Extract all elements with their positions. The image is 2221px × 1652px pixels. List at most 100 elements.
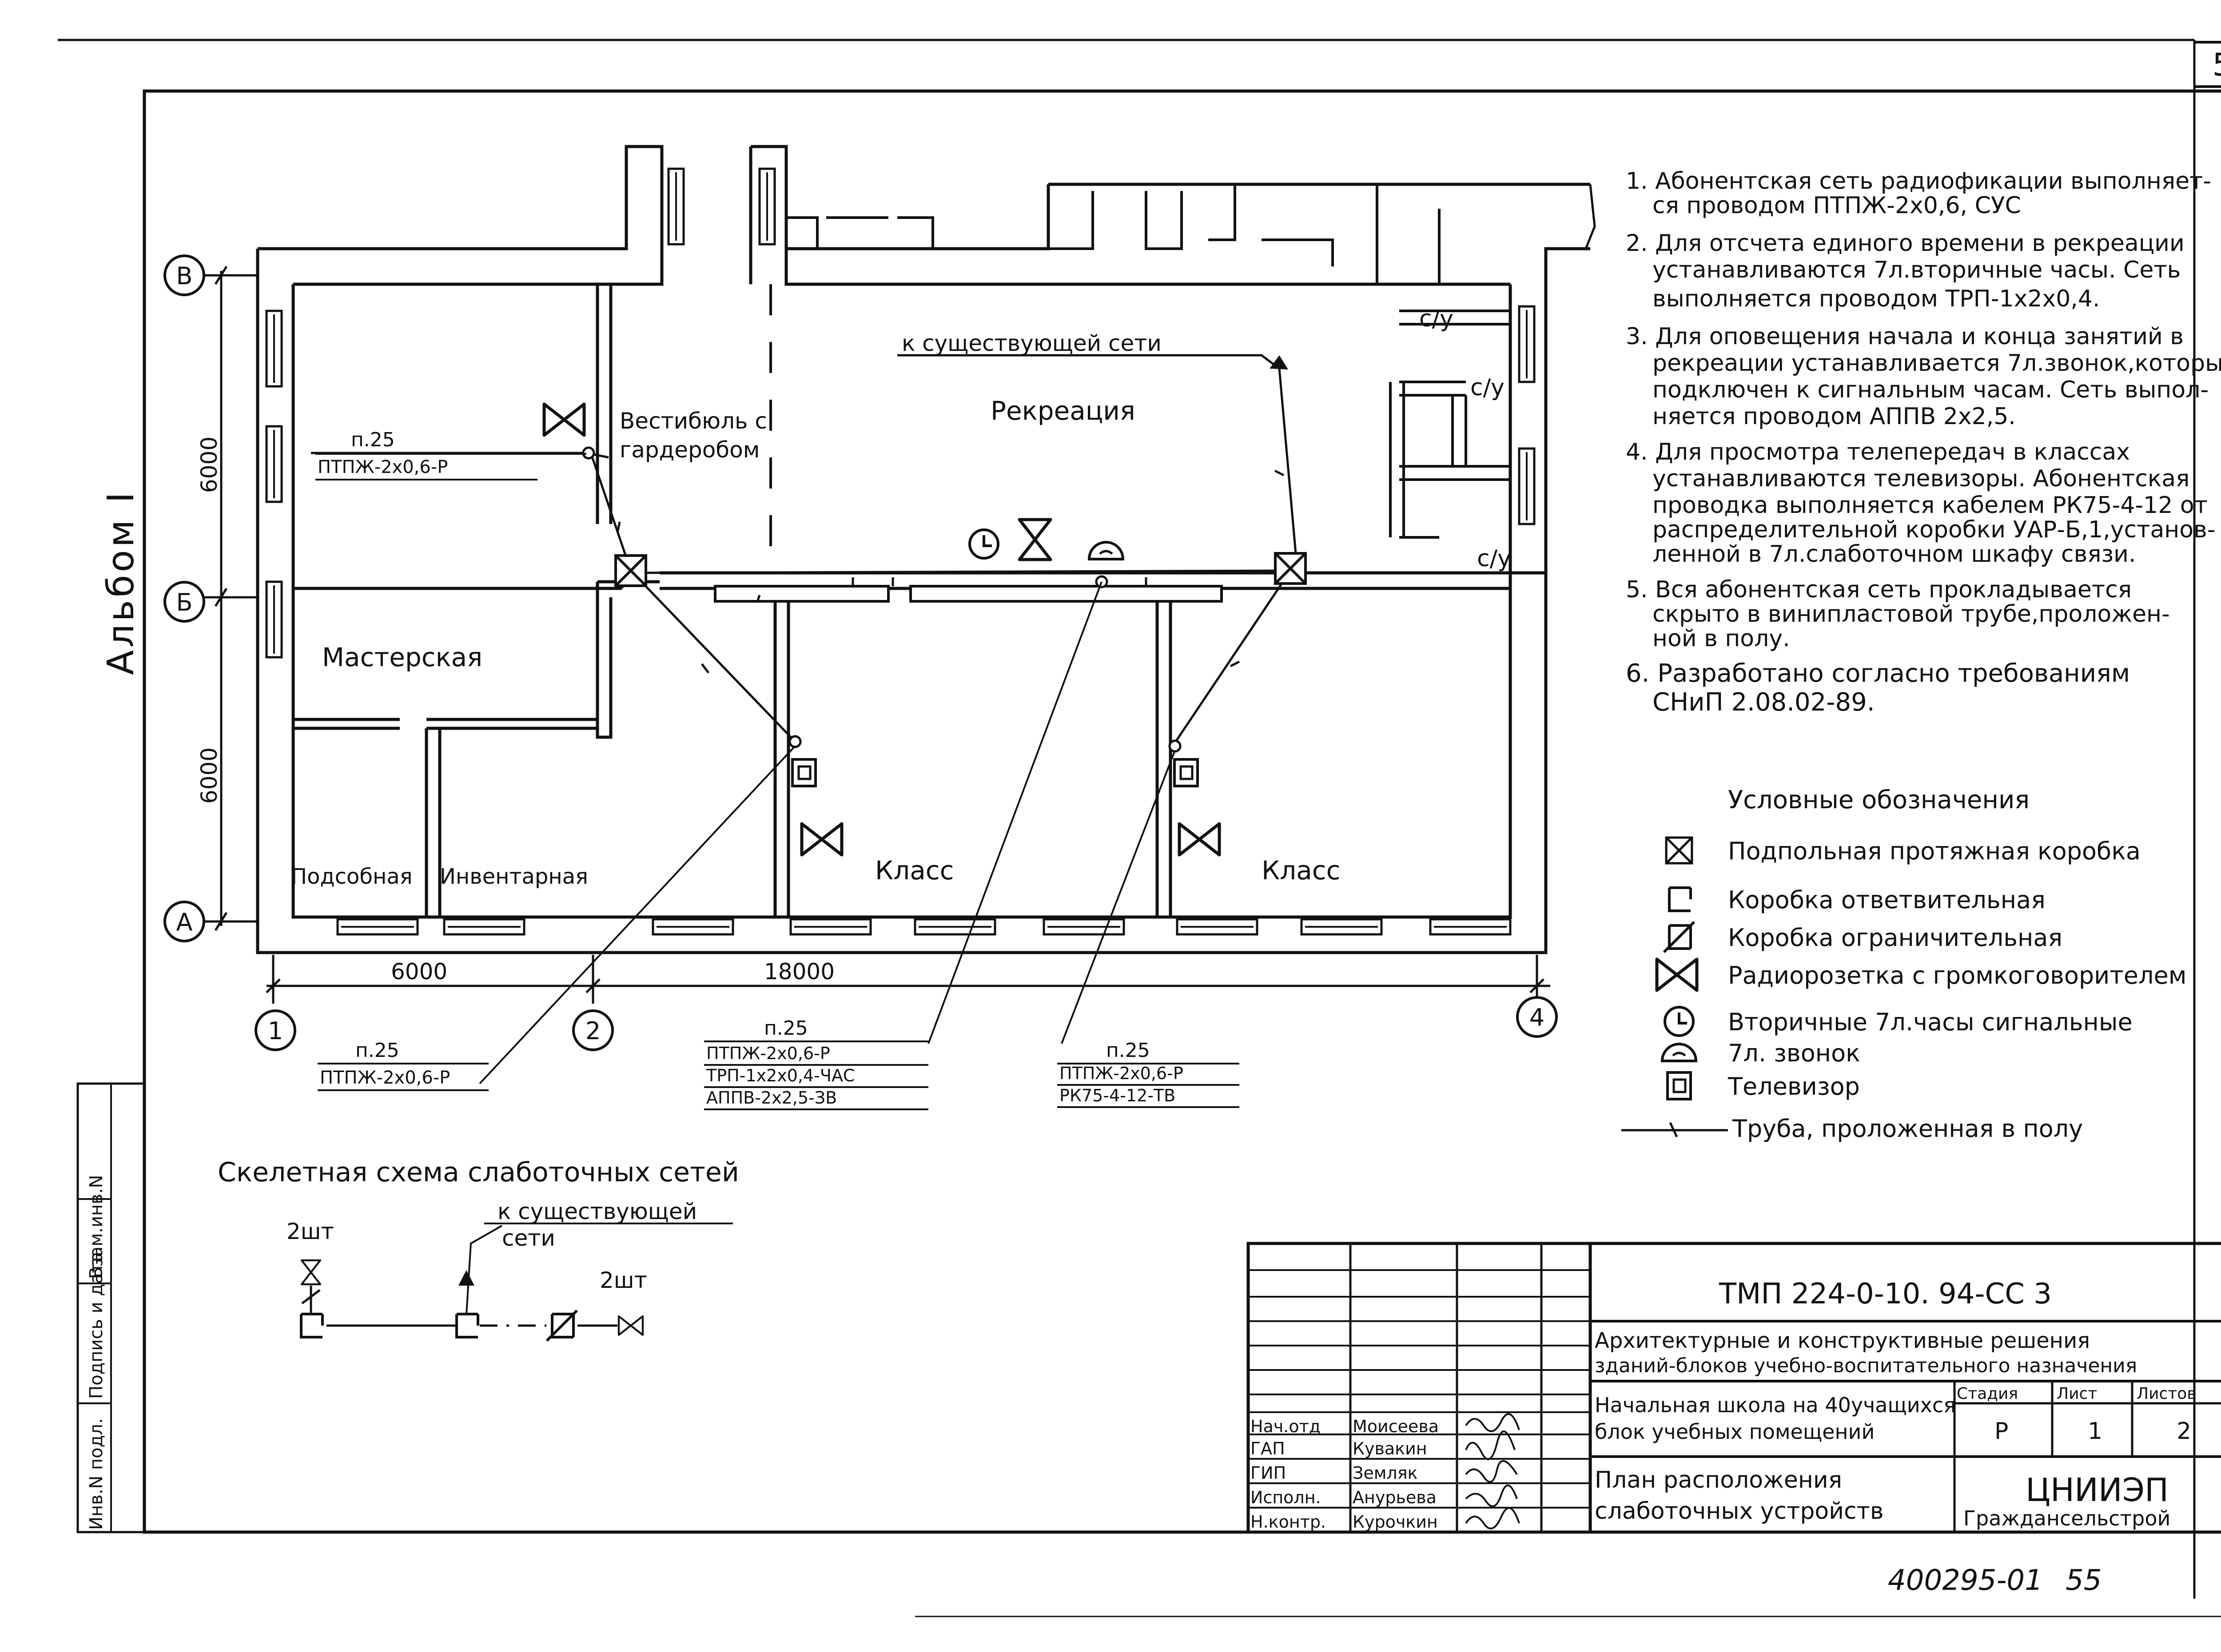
callout-class-left: п.25 ПТПЖ-2х0,6-Р (318, 1039, 489, 1091)
note-5-line-2: скрыто в винипластовой трубе,проложен- (1652, 601, 2170, 627)
existing-network-line (897, 354, 1298, 569)
name-2: Земляк (1353, 1463, 1418, 1483)
outer-walls (256, 145, 1590, 954)
callout-2-line-1: ПТПЖ-2х0,6-Р (320, 1068, 450, 1088)
dim-left-upper: 6000 (196, 437, 222, 493)
radio-outlet-recreation (1019, 520, 1051, 560)
callout-3-line-1: ПТПЖ-2х0,6-Р (706, 1044, 830, 1063)
callout-leaders (479, 581, 1176, 1084)
pull-box-right (1275, 553, 1306, 584)
signature-rows: Нач.отд Моисеева ГАП Кувакин ГИП Земляк … (1250, 1417, 1439, 1532)
note-1-line-1: 1. Абонентская сеть радиофикации выполня… (1626, 168, 2211, 195)
name-3: Анурьева (1353, 1488, 1437, 1507)
note-2-line-2: устанавливаются 7л.вторичные часы. Сеть (1652, 257, 2181, 283)
skeleton-radio-outlet-top (302, 1260, 320, 1284)
note-2-line-3: выполняется проводом ТРП-1х2х0,4. (1652, 286, 2100, 312)
note-3-line-2: рекреации устанавливается 7л.звонок,кото… (1652, 350, 2221, 377)
role-3: Исполн. (1250, 1488, 1321, 1507)
note-4-line-1: 4. Для просмотра телепередач в классах (1626, 439, 2130, 465)
tv-class-1 (792, 759, 816, 786)
title-sheet-title-1: План расположения (1595, 1467, 1842, 1493)
radio-outlet-class-1 (802, 824, 842, 855)
axis-4-label: 4 (1529, 1004, 1544, 1032)
pipe-ticks (616, 469, 1285, 674)
room-class-2: Класс (1262, 855, 1341, 886)
title-stage-label: Стадия (1957, 1385, 2018, 1403)
callout-4-ref: п.25 (1106, 1039, 1150, 1062)
legend-label-limiter-box: Коробка ограничительная (1728, 924, 2062, 952)
callout-3-ref: п.25 (764, 1017, 808, 1040)
axis-2-label: 2 (585, 1017, 601, 1045)
radio-outlet-vestibule (544, 404, 584, 435)
tv-icon (1668, 1072, 1691, 1099)
radio-outlet-class-2 (1179, 824, 1219, 855)
title-sheets-label: Листов (2137, 1385, 2196, 1403)
room-vestibule-2: гардеробом (620, 437, 760, 463)
callout-4-line-2: РК75-4-12-ТВ (1059, 1086, 1175, 1105)
service-rooms (786, 184, 1441, 284)
legend-label-tv: Телевизор (1727, 1072, 1860, 1100)
note-3-line-4: няется проводом АППВ 2х2,5. (1652, 403, 2016, 430)
legend-label-clock: Вторичные 7л.часы сигнальные (1728, 1008, 2133, 1036)
callout-recreation: п.25 ПТПЖ-2х0,6-Р ТРП-1х2х0,4-ЧАС АППВ-2… (704, 1017, 928, 1110)
axis-1-label: 1 (268, 1017, 283, 1045)
limiter-box-icon (1664, 922, 1694, 952)
skeleton-existing-1: к существующей (498, 1199, 697, 1224)
stamp-inv: Инв.N подл. (86, 1418, 107, 1530)
stamp-sign: Подпись и дата (86, 1252, 107, 1399)
role-0: Нач.отд (1250, 1417, 1321, 1436)
side-stamp: Инв.N подл. Подпись и дата Взам.инв.N (76, 1082, 146, 1533)
title-sheets: 2 (2177, 1418, 2191, 1445)
dim-bottom-total: 18000 (764, 959, 835, 985)
title-block (1246, 1242, 2221, 1534)
legend-label-pull-box: Подпольная протяжная коробка (1728, 837, 2141, 865)
skeleton-radio-outlet-right (619, 1316, 643, 1335)
note-5-line-3: ной в полу. (1652, 625, 1790, 652)
callout-1-line-1: ПТПЖ-2х0,6-Р (318, 457, 448, 477)
note-3-line-1: 3. Для оповещения начала и конца занятий… (1626, 323, 2184, 350)
pull-box-icon (1666, 838, 1692, 863)
bell-icon (1662, 1044, 1696, 1061)
legend: Условные обозначения Подпольная протяжна… (1621, 786, 2186, 1143)
skeleton-branch-box-1 (301, 1314, 322, 1337)
stair-break (1584, 184, 1596, 249)
room-utility: Подсобная (291, 864, 413, 889)
note-4-line-5: ленной в 7л.слаботочном шкафу связи. (1652, 541, 2136, 568)
existing-network-arrow (1270, 355, 1288, 369)
handwritten-signatures (1465, 1413, 1520, 1529)
skeleton-qty-right: 2шт (600, 1267, 647, 1293)
note-4-line-4: распределительной коробки УАР-Б,1,устано… (1652, 516, 2216, 543)
note-6-line-1: 6. Разработано согласно требованиям (1626, 659, 2130, 688)
axis-B-label: В (176, 262, 192, 290)
branch-box-icon (1669, 888, 1691, 911)
room-wc-3: с/у (1477, 545, 1511, 572)
dim-bottom-left: 6000 (391, 959, 447, 985)
skeleton-existing-2: сети (502, 1225, 555, 1251)
axis-A-label: А (176, 908, 193, 936)
name-1: Кувакин (1353, 1439, 1427, 1458)
axis-Б-label: Б (176, 588, 192, 616)
callout-1-ref: п.25 (351, 429, 395, 451)
bottom-note: 400295-01 (1888, 1564, 2043, 1597)
callout-class-right: п.25 ПТПЖ-2х0,6-Р РК75-4-12-ТВ (1057, 1039, 1239, 1108)
skeleton-limiter-box (547, 1310, 577, 1341)
title-project-1: Архитектурные и конструктивные решения (1595, 1328, 2090, 1353)
callout-vestibule: п.25 ПТПЖ-2х0,6-Р (315, 429, 586, 481)
skeleton-scheme: Скелетная схема слаботочных сетей 2шт 2ш… (218, 1157, 739, 1341)
title-sheet-label: Лист (2057, 1385, 2097, 1403)
title-object-1: Начальная школа на 40учащихся (1595, 1393, 1956, 1417)
room-recreation: Рекреация (991, 396, 1135, 426)
note-3-line-3: подключен к сигнальным часам. Сеть выпол… (1652, 377, 2209, 403)
clock-recreation (970, 530, 998, 558)
floor-plan: Вестибюль с гардеробом Рекреация Мастерс… (165, 145, 1596, 1110)
axes-grid (204, 266, 1550, 1004)
note-5-line-1: 5. Вся абонентская сеть прокладывается (1626, 576, 2132, 603)
title-code: ТМП 224-0-10. 94-СС 3 (1719, 1278, 2052, 1310)
sheet-frame (58, 39, 2221, 1617)
callout-3-line-3: АППВ-2х2,5-ЗВ (706, 1088, 837, 1108)
legend-label-bell: 7л. звонок (1728, 1039, 1860, 1067)
name-4: Курочкин (1353, 1512, 1438, 1532)
page-number: 54 (2212, 47, 2221, 83)
title-sheet-title-2: слаботочных устройств (1595, 1498, 1884, 1525)
